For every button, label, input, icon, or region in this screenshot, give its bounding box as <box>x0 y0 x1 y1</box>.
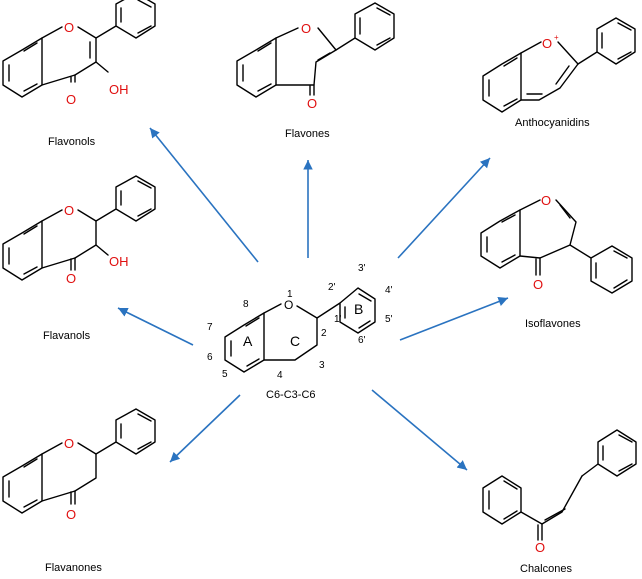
flavanols-carbonyl-O: O <box>66 271 76 286</box>
label-chalcones: Chalcones <box>520 563 572 575</box>
arrow-to-flavonols <box>149 127 259 263</box>
ring-label-A: A <box>243 333 253 349</box>
structure-chalcones: O Chalcones <box>482 429 637 575</box>
structure-anthocyanidins: O + Anthocyanidins <box>482 17 636 129</box>
ring-label-C: C <box>290 333 300 349</box>
label-isoflavones: Isoflavones <box>525 318 581 330</box>
position-5prime: 5' <box>385 314 393 325</box>
arrow-to-isoflavones <box>399 297 509 341</box>
label-flavones: Flavones <box>285 128 330 140</box>
label-flavonols: Flavonols <box>48 136 96 148</box>
isoflavones-carbonyl-O: O <box>533 277 543 292</box>
position-1: 1 <box>287 289 293 300</box>
center-skeleton: O A C B 1 2 3 4 5 6 7 8 1' 2' 3' 4' 5' 6… <box>207 263 393 401</box>
position-8: 8 <box>243 299 249 310</box>
arrow-to-anthocyanidins <box>397 157 491 259</box>
arrows <box>117 127 509 471</box>
structure-flavanones: O O Flavanones <box>2 408 156 574</box>
ring-label-B: B <box>354 301 363 317</box>
structure-flavonols: O O OH Flavonols <box>2 0 156 148</box>
flavonols-OH: OH <box>109 82 129 97</box>
flavonols-ring-O: O <box>64 20 74 35</box>
arrow-to-flavanones <box>169 394 241 463</box>
position-3: 3 <box>319 360 325 371</box>
flavanols-OH: OH <box>109 254 129 269</box>
position-3prime: 3' <box>358 263 366 274</box>
position-2prime: 2' <box>328 282 336 293</box>
position-6: 6 <box>207 352 213 363</box>
flavanols-ring-O: O <box>64 203 74 218</box>
flavones-carbonyl-O: O <box>307 96 317 111</box>
position-1prime: 1' <box>334 314 342 325</box>
chalcones-carbonyl-O: O <box>535 540 545 555</box>
label-flavanones: Flavanones <box>45 562 102 574</box>
center-O-atom: O <box>284 298 293 312</box>
flavonols-carbonyl-O: O <box>66 92 76 107</box>
flavanones-carbonyl-O: O <box>66 507 76 522</box>
position-4prime: 4' <box>385 285 393 296</box>
structure-isoflavones: O O Isoflavones <box>480 193 633 330</box>
position-2: 2 <box>321 328 327 339</box>
anthocyanidins-charge: + <box>554 33 559 42</box>
flavanones-ring-O: O <box>64 436 74 451</box>
position-7: 7 <box>207 322 213 333</box>
position-6prime: 6' <box>358 335 366 346</box>
arrow-to-flavanols <box>117 307 194 346</box>
label-flavanols: Flavanols <box>43 330 91 342</box>
structure-flavanols: O O OH Flavanols <box>2 175 156 342</box>
anthocyanidins-ring-O: O <box>542 36 552 51</box>
arrow-to-chalcones <box>371 389 468 471</box>
position-4: 4 <box>277 370 283 381</box>
flavones-ring-O: O <box>301 21 311 36</box>
structure-flavones: O O Flavones <box>236 2 395 140</box>
position-5: 5 <box>222 369 228 380</box>
center-formula: C6-C3-C6 <box>266 389 316 401</box>
isoflavones-ring-O: O <box>541 193 551 208</box>
label-anthocyanidins: Anthocyanidins <box>515 117 590 129</box>
